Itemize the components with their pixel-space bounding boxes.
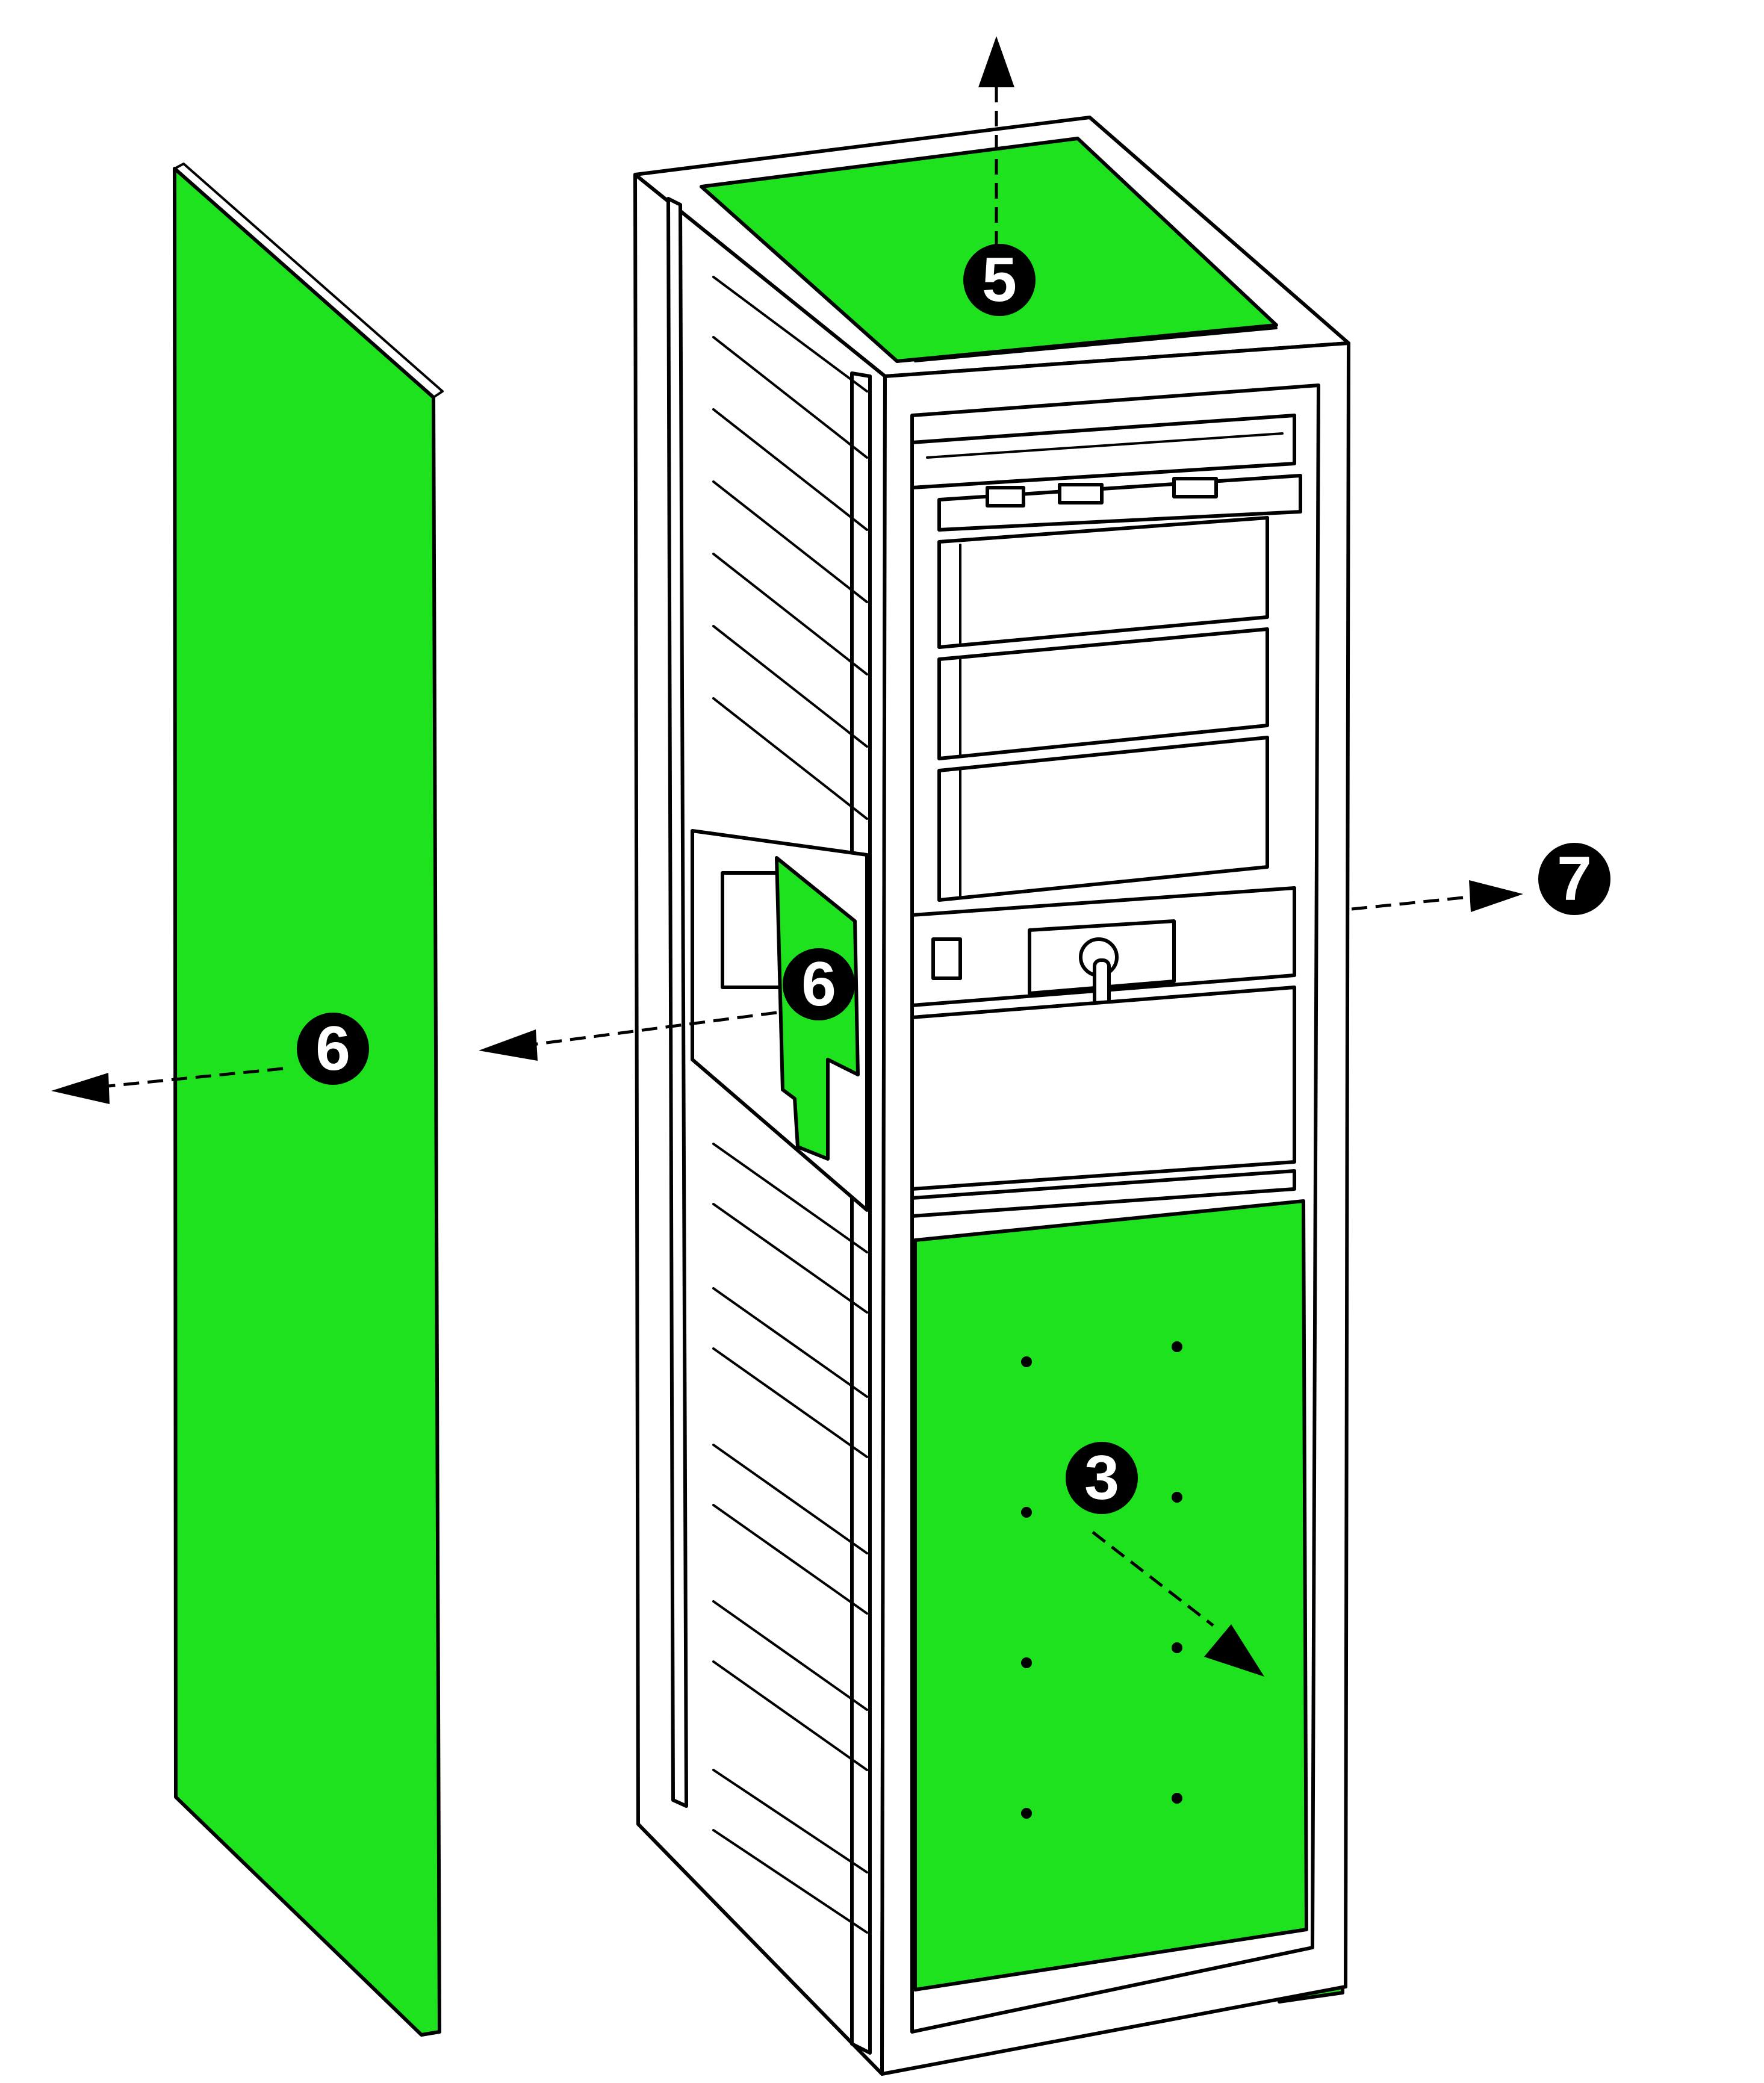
module-shelf-2 [937,627,1269,760]
front-lower-panel [913,1199,1308,1991]
left-arrow-head [51,1073,110,1104]
top-arrow-head [978,36,1014,87]
callout-7-label: 7 [1557,844,1592,914]
front-equipment [910,414,1302,1218]
callout-6-left: 6 [297,1013,369,1085]
module-shelf-3 [937,736,1269,902]
callout-6-left-label: 6 [315,1014,350,1084]
callout-6-inner-label: 6 [801,949,836,1019]
callout-3-label: 3 [1084,1443,1119,1513]
left-side-panel-face [173,167,441,2037]
callout-7: 7 [1538,843,1610,915]
front-arrow-head [1204,1624,1264,1677]
removal-arrows [51,36,1523,1677]
module-shelf-1 [937,516,1269,649]
callout-5: 5 [963,244,1036,316]
callout-5-label: 5 [982,245,1017,315]
callout-3: 3 [1066,1442,1138,1514]
callout-6-inner: 6 [783,948,855,1020]
right-arrow-head [1469,880,1523,912]
front-lower-panel-face [913,1199,1308,1991]
inner-arrow-head [479,1029,538,1061]
blank-plate [910,986,1296,1191]
left-side-panel [173,163,444,2037]
